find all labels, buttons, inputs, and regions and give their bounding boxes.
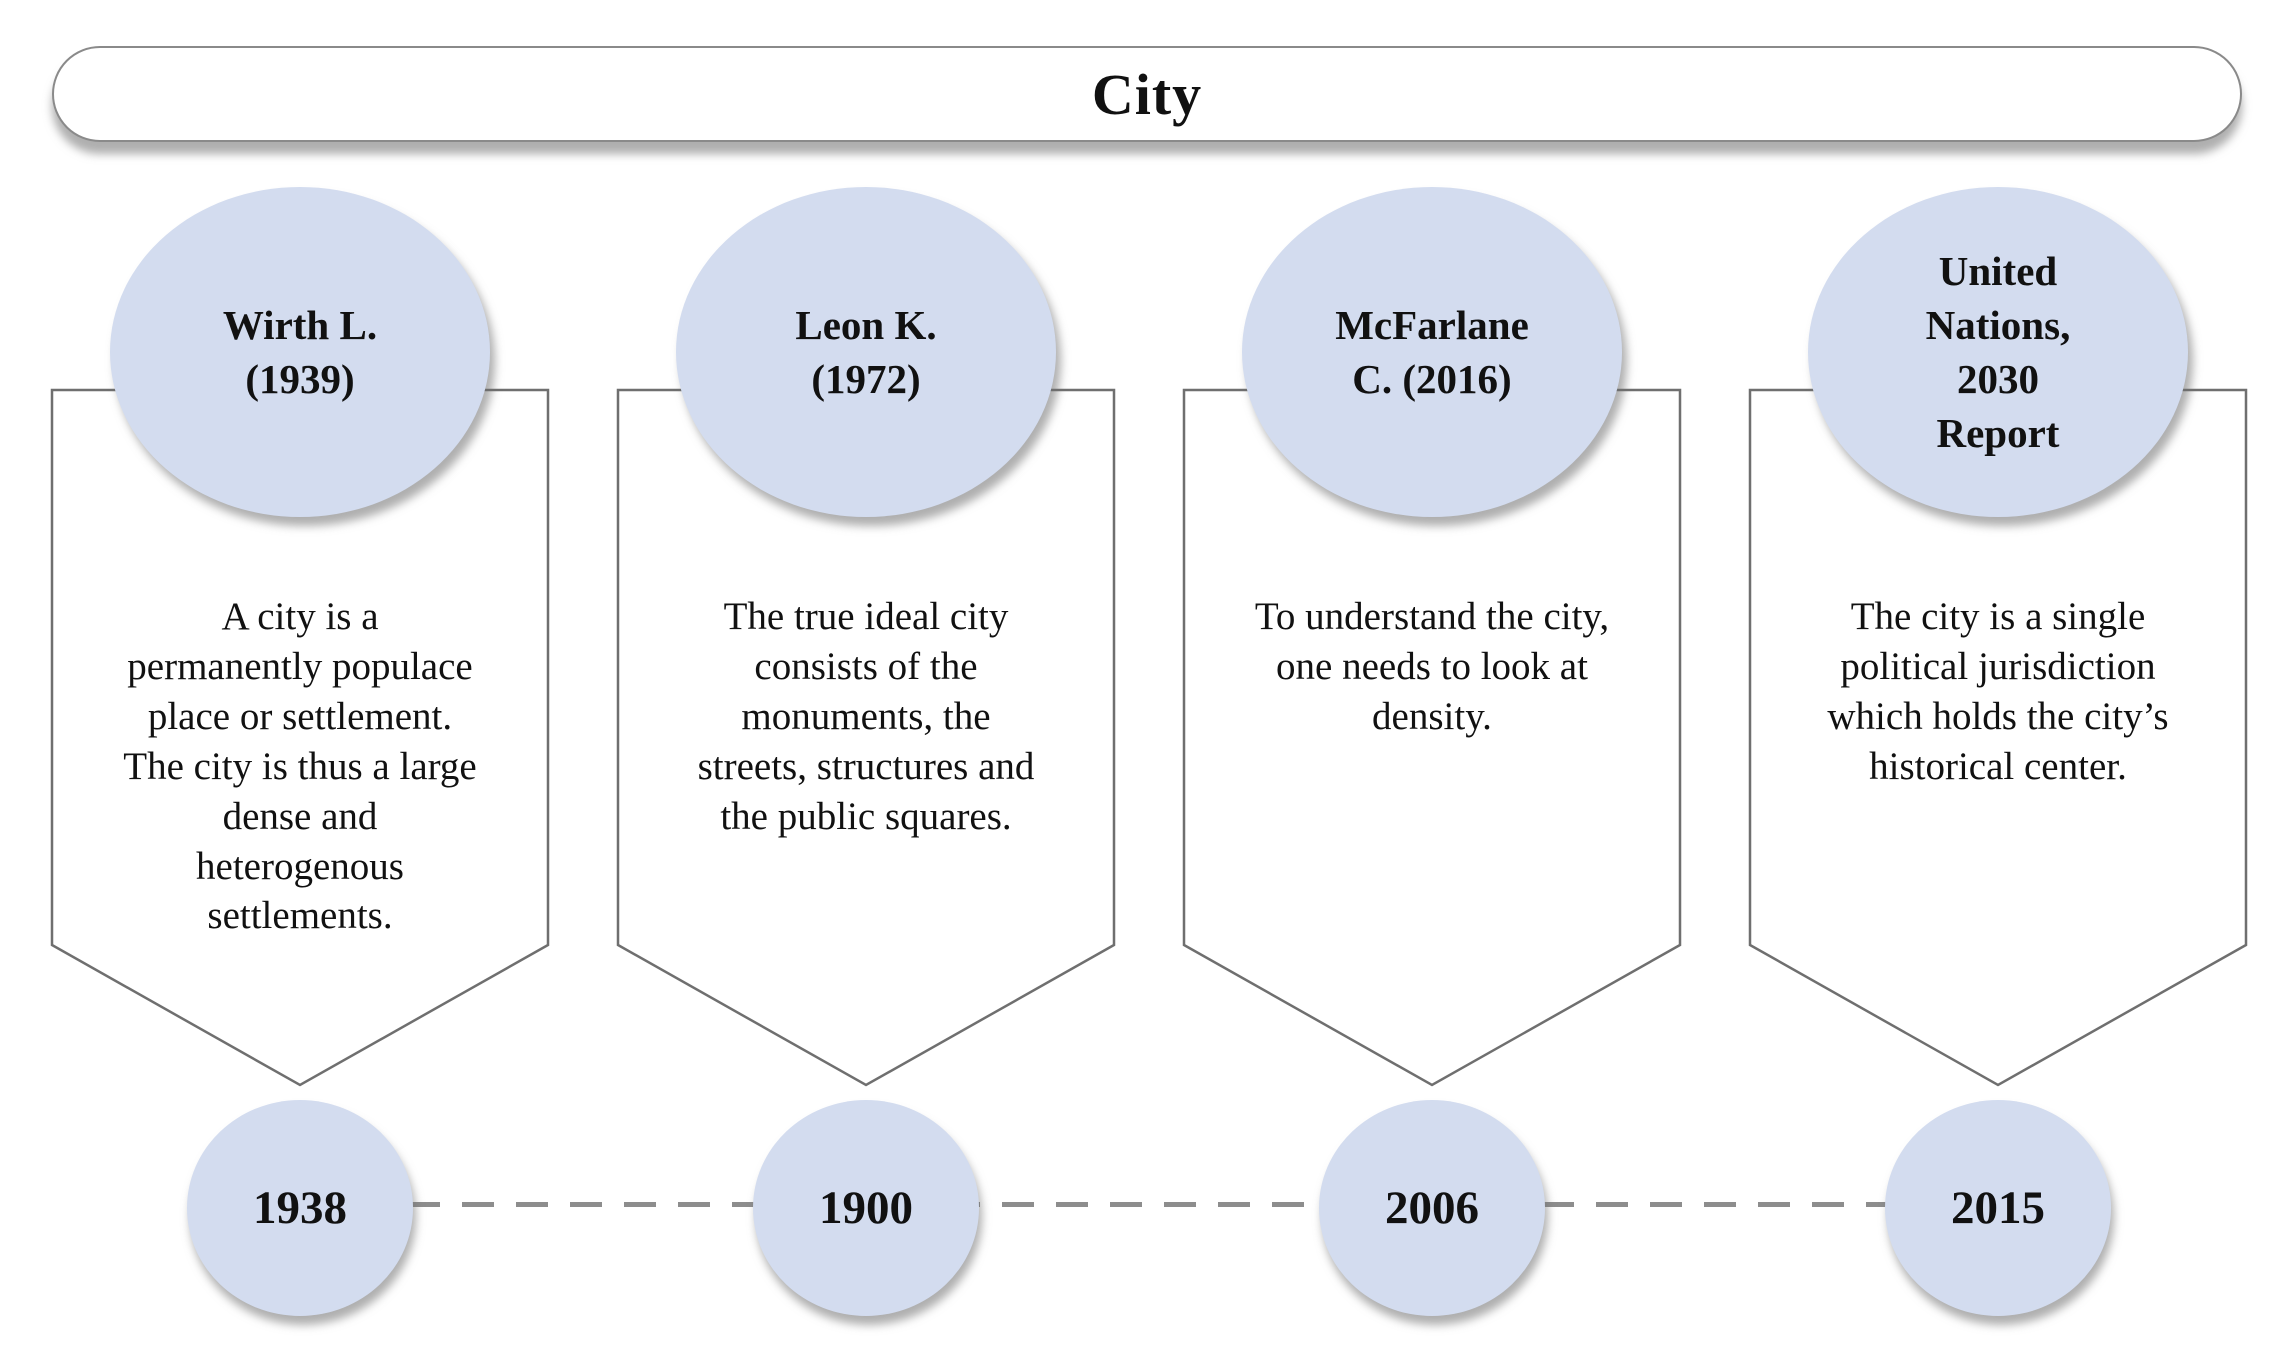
author-node: Wirth L. (1939) [110, 187, 490, 517]
timeline-dashed-connector [300, 1202, 1998, 1207]
year-node: 2006 [1319, 1100, 1545, 1316]
year-node: 1900 [753, 1100, 979, 1316]
header-banner: City [52, 46, 2242, 142]
author-node: McFarlane C. (2016) [1242, 187, 1622, 517]
definition-text: To understand the city, one needs to loo… [1254, 595, 1610, 738]
definition-text: A city is a permanently populace place o… [123, 595, 477, 938]
diagram-title: City [1091, 61, 1203, 127]
author-node: Leon K. (1972) [676, 187, 1056, 517]
author-node: United Nations, 2030 Report [1808, 187, 2188, 517]
definition-text: The true ideal city consists of the monu… [697, 595, 1035, 838]
definition-text: The city is a single political jurisdict… [1827, 595, 2169, 788]
year-node: 1938 [187, 1100, 413, 1316]
year-node: 2015 [1885, 1100, 2111, 1316]
